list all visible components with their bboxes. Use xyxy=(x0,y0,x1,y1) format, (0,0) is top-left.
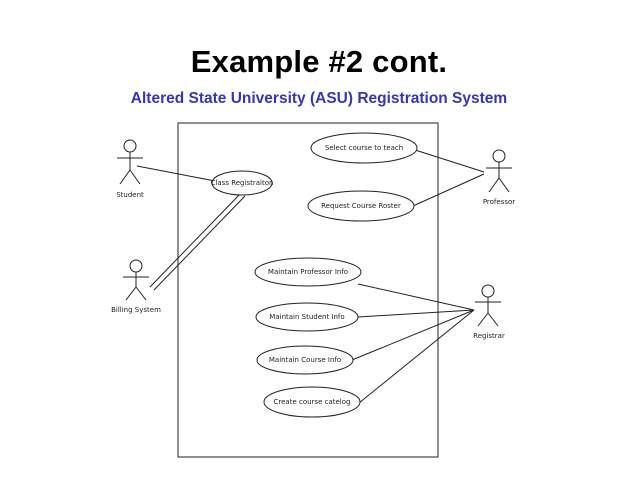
assoc-registrar-create-catalog xyxy=(358,309,475,404)
svg-text:Professor: Professor xyxy=(483,198,515,206)
use-case-maintain-professor-info: Maintain Professor Info xyxy=(254,257,362,287)
use-case-maintain-course-info: Maintain Course Info xyxy=(256,345,354,375)
svg-text:Maintain Course Info: Maintain Course Info xyxy=(269,356,341,364)
assoc-billing-class-registration-2 xyxy=(153,195,246,291)
assoc-billing-class-registration-1 xyxy=(149,192,242,288)
use-case-select-course-to-teach: Select course to teach xyxy=(310,132,418,164)
stick-figure-icon xyxy=(475,284,501,327)
svg-text:Billing System: Billing System xyxy=(111,306,161,314)
actor-billing-system: Billing System xyxy=(111,259,161,314)
use-case-request-course-roster: Request Course Roster xyxy=(307,190,415,222)
svg-text:Select course to teach: Select course to teach xyxy=(325,144,403,152)
slide-subtitle: Altered State University (ASU) Registrat… xyxy=(130,90,508,107)
assoc-registrar-maintain-student xyxy=(357,309,475,318)
assoc-professor-select-course xyxy=(411,148,485,173)
use-case-create-course-catalog: Create course catelog xyxy=(263,386,361,418)
stick-figure-icon xyxy=(123,259,149,301)
svg-text:Request Course Roster: Request Course Roster xyxy=(321,202,401,210)
assoc-student-class-registration xyxy=(136,165,216,182)
svg-text:Student: Student xyxy=(116,191,144,199)
assoc-registrar-maintain-course xyxy=(351,309,475,361)
use-case-class-registration: Class Registraiton xyxy=(211,170,274,196)
associations xyxy=(136,148,485,404)
stick-figure-icon xyxy=(117,139,143,185)
system-boundary xyxy=(177,122,439,458)
svg-text:Maintain Professor Info: Maintain Professor Info xyxy=(268,268,348,276)
assoc-registrar-maintain-professor xyxy=(357,283,475,311)
svg-text:Create course catelog: Create course catelog xyxy=(274,398,351,406)
svg-text:Maintain Student Info: Maintain Student Info xyxy=(269,313,344,321)
use-case-maintain-student-info: Maintain Student Info xyxy=(255,302,359,332)
assoc-professor-request-roster xyxy=(412,173,485,207)
svg-text:Registrar: Registrar xyxy=(473,332,505,340)
actor-student: Student xyxy=(116,139,144,199)
svg-text:Class Registraiton: Class Registraiton xyxy=(211,179,274,187)
actor-registrar: Registrar xyxy=(473,284,505,340)
stick-figure-icon xyxy=(486,149,512,193)
slide-title: Example #2 cont. xyxy=(190,44,448,79)
actor-professor: Professor xyxy=(483,149,515,206)
